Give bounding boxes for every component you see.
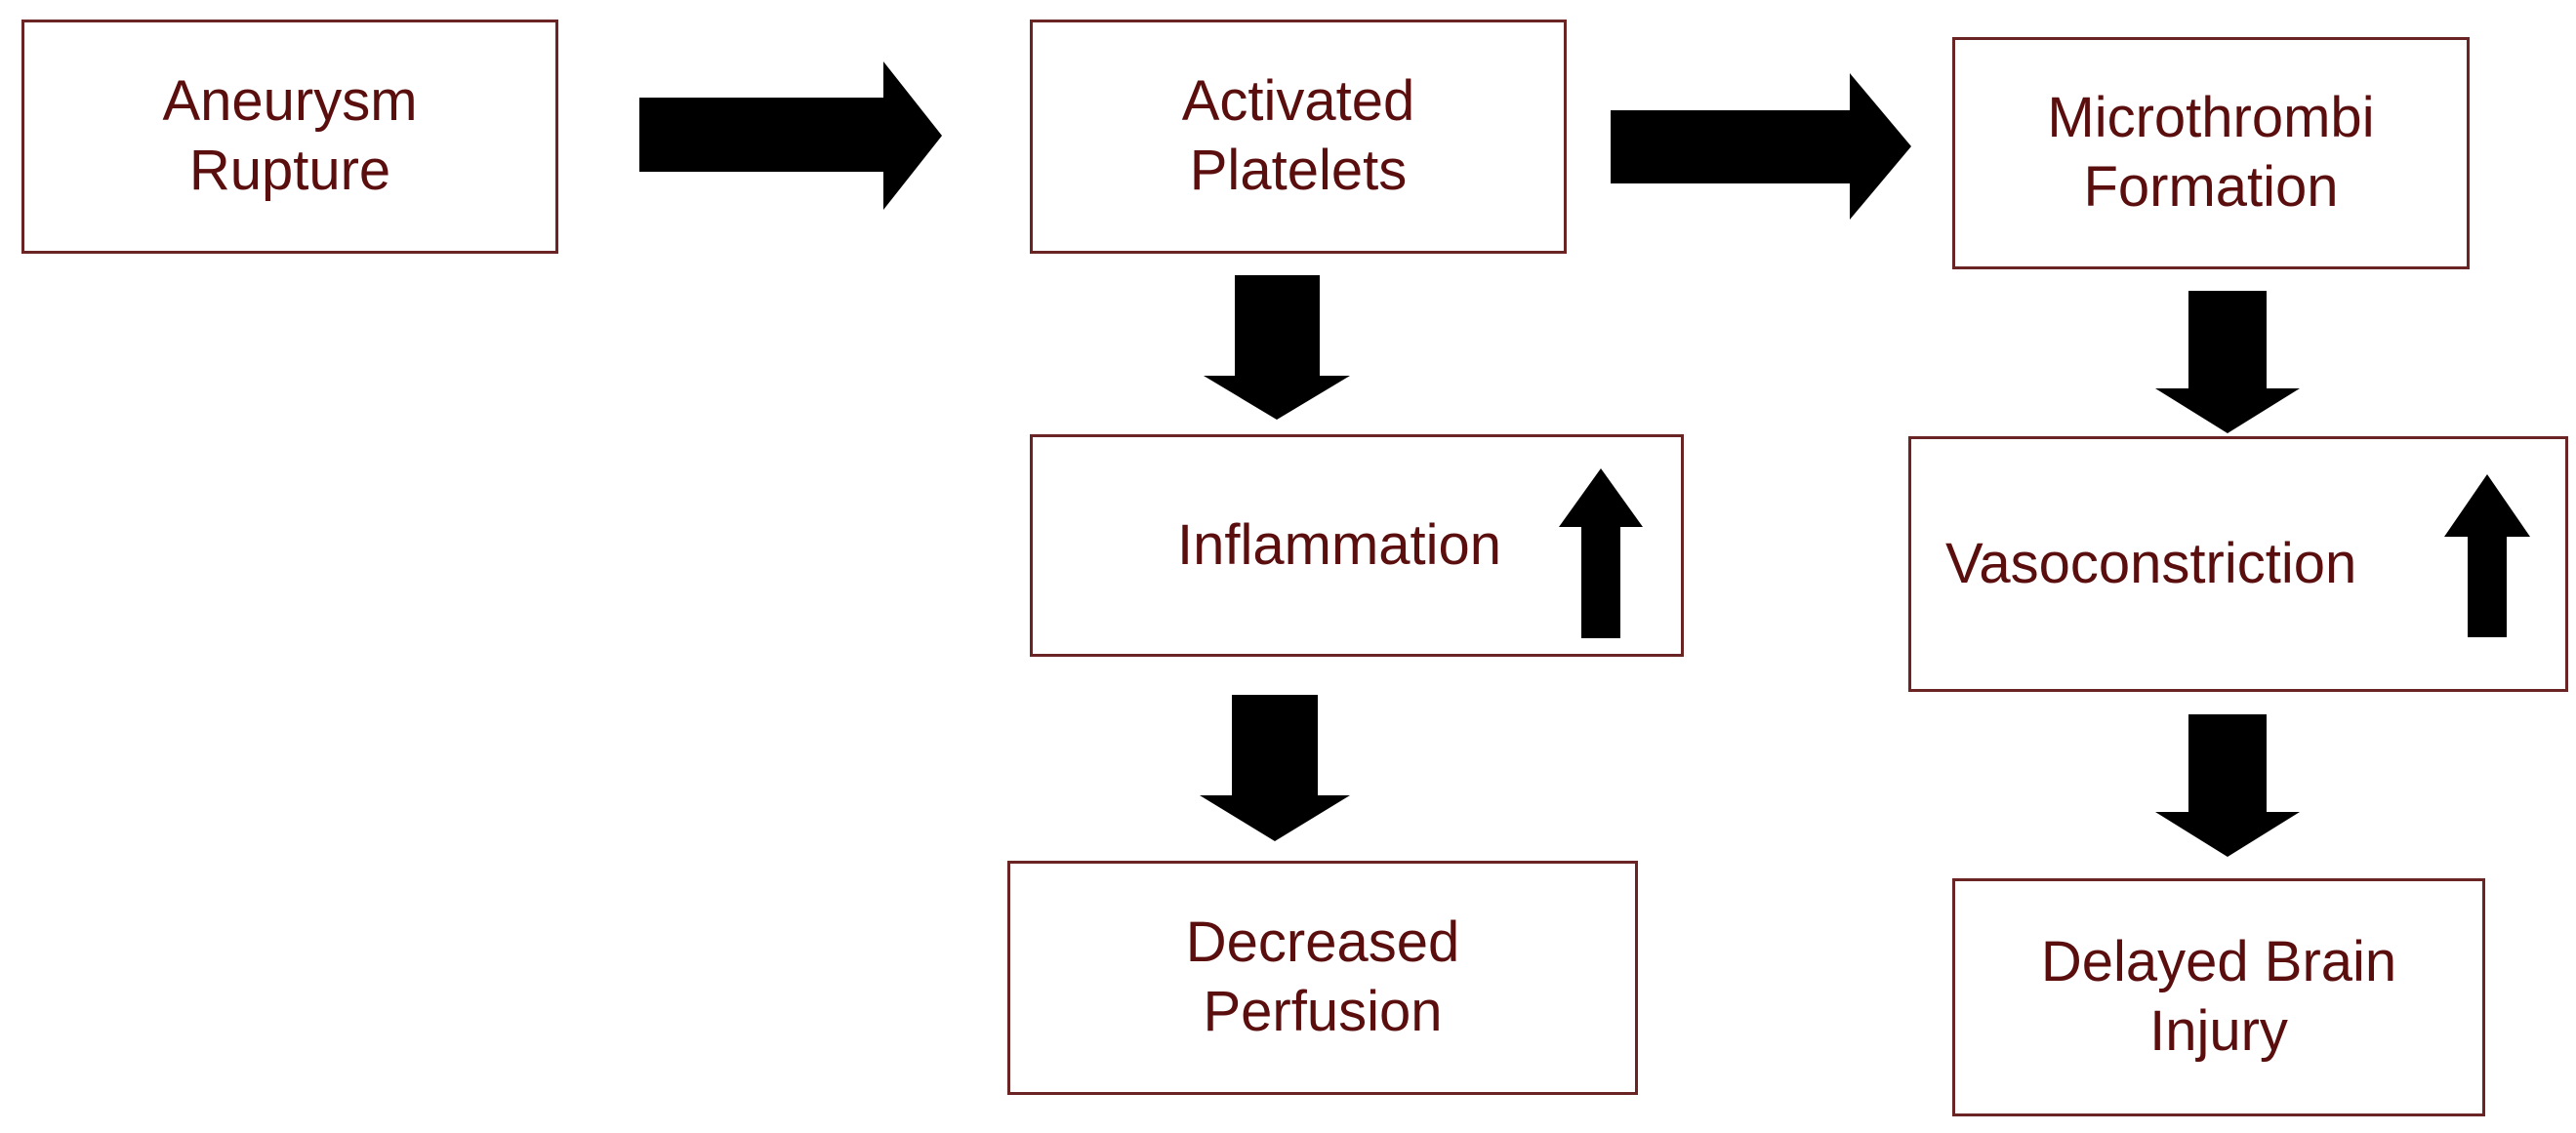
arrow-right-icon	[639, 61, 942, 210]
node-microthrombi-formation: Microthrombi Formation	[1952, 37, 2470, 269]
node-aneurysm-rupture: Aneurysm Rupture	[21, 20, 558, 254]
arrow-down-icon	[2155, 291, 2300, 433]
node-activated-platelets: Activated Platelets	[1030, 20, 1567, 254]
node-inflammation: Inflammation	[1030, 434, 1684, 657]
node-label: Vasoconstriction	[1945, 531, 2357, 595]
node-delayed-brain-injury: Delayed Brain Injury	[1952, 878, 2485, 1116]
node-label: Delayed Brain Injury	[2040, 930, 2397, 1063]
node-decreased-perfusion: Decreased Perfusion	[1007, 861, 1638, 1095]
node-label: Inflammation	[1177, 512, 1502, 577]
node-label: Aneurysm Rupture	[162, 69, 418, 202]
arrow-right-icon	[1611, 73, 1911, 220]
node-label: Activated Platelets	[1181, 69, 1415, 202]
node-vasoconstriction: Vasoconstriction	[1908, 436, 2568, 692]
arrow-down-icon	[1204, 275, 1350, 420]
arrow-down-icon	[1200, 695, 1350, 841]
arrow-down-icon	[2155, 714, 2300, 857]
node-label: Decreased Perfusion	[1185, 910, 1460, 1043]
increase-arrow-icon	[1559, 468, 1643, 638]
increase-arrow-icon	[2444, 474, 2530, 637]
node-label: Microthrombi Formation	[2047, 86, 2375, 219]
